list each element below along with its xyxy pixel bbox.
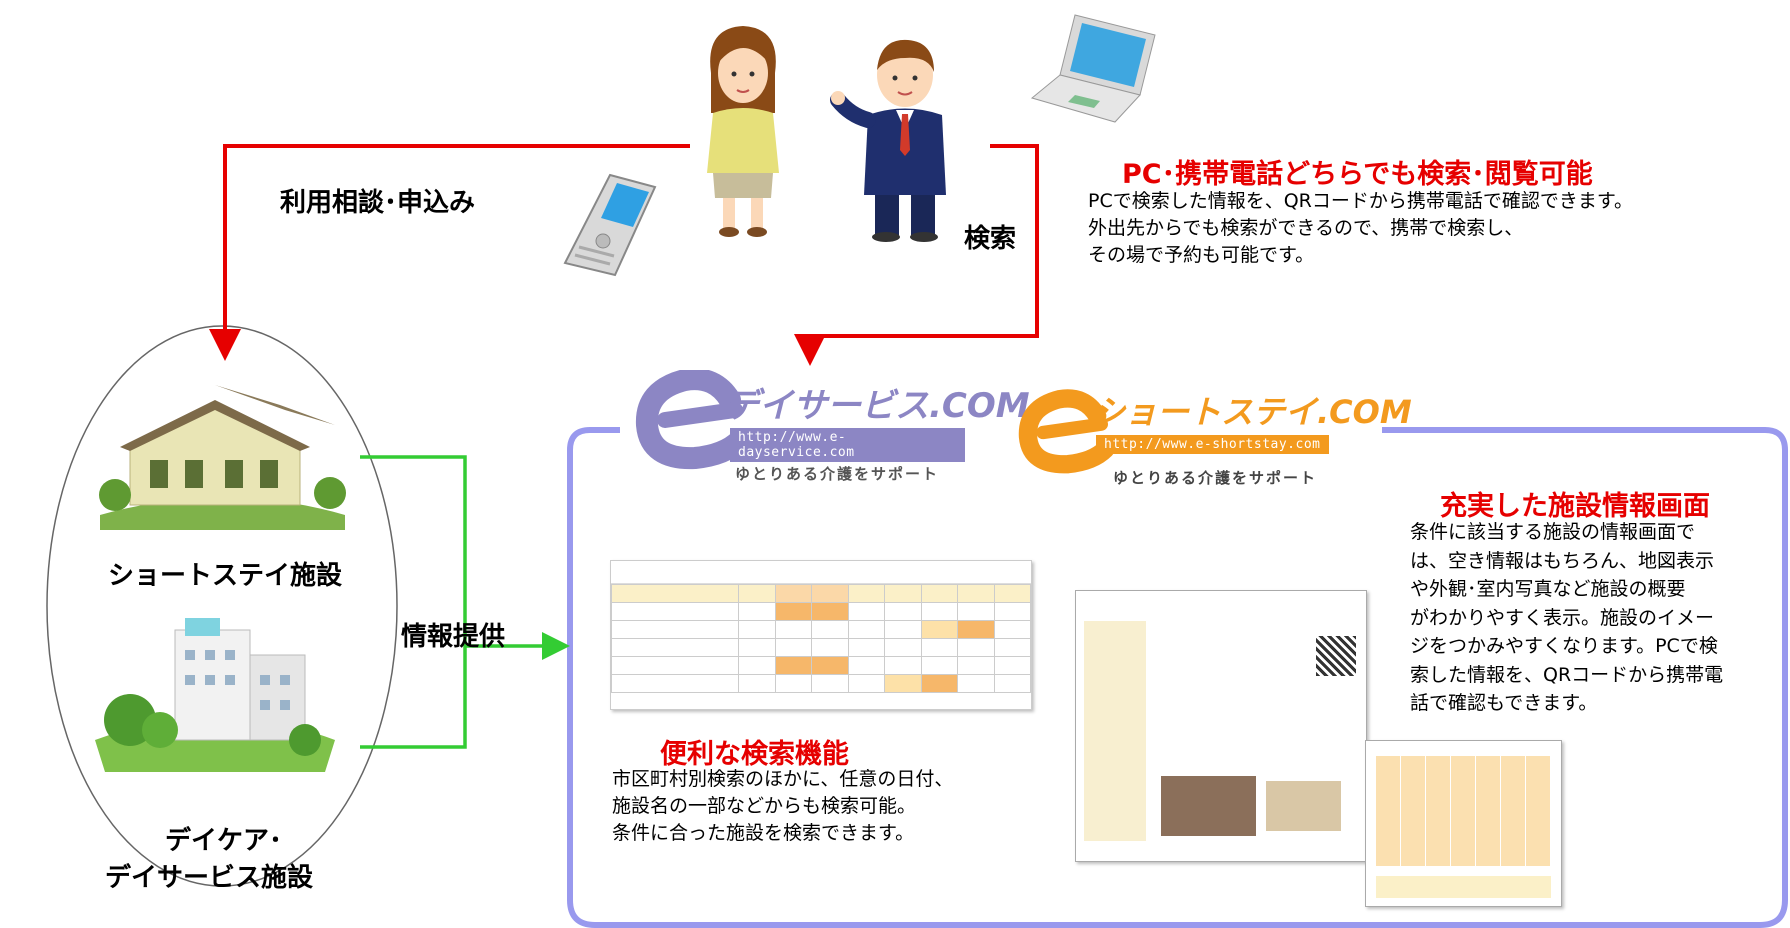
search-feature-line: 市区町村別検索のほかに、任意の日付、 [612, 768, 954, 790]
shortstay-logo-name: ショートステイ.COM [1093, 393, 1412, 431]
care-building-icon [95, 618, 335, 772]
businessman-icon [830, 39, 946, 242]
shortstay-logo: ショートステイ.COM http://www.e-shortstay.com ゆ… [1018, 385, 1412, 495]
search-results-screenshot [610, 560, 1032, 710]
short-stay-facility-label: ショートステイ施設 [108, 561, 343, 591]
consult-label: 利用相談･申込み [280, 188, 476, 218]
qr-code-icon [1316, 636, 1356, 676]
dayservice-logo-url: http://www.e-dayservice.com [730, 428, 965, 462]
facility-info-line: 索した情報を、QRコードから携帯電 [1410, 663, 1724, 686]
dayservice-logo-name: デイサービス.COM [725, 386, 1030, 426]
search-arrow [794, 144, 1039, 366]
shortstay-logo-url: http://www.e-shortstay.com [1096, 435, 1329, 454]
facility-info-description: 条件に該当する施設の情報画面で は、空き情報はもちろん、地図表示 や外観･室内写… [1410, 518, 1780, 718]
provide-label: 情報提供 [401, 622, 506, 652]
consult-arrow [209, 144, 690, 361]
facility-info-line: や外観･室内写真など施設の概要 [1410, 578, 1686, 600]
mobile-phone-icon [563, 173, 657, 277]
e-logo-icon [635, 370, 751, 470]
room-photo [1266, 781, 1341, 831]
pc-mobile-line: その場で予約も可能です。 [1088, 244, 1315, 266]
calendar-screenshot [1365, 740, 1562, 907]
daycare-label-line2: デイサービス施設 [105, 863, 314, 893]
pc-mobile-title: PC･携帯電話どちらでも検索･閲覧可能 [1122, 159, 1593, 190]
search-label: 検索 [964, 224, 1017, 254]
shortstay-logo-tagline: ゆとりある介護をサポート [1113, 469, 1318, 487]
facility-photo [1161, 776, 1256, 836]
facility-info-title: 充実した施設情報画面 [1440, 491, 1710, 522]
facility-info-screenshot [1075, 590, 1367, 862]
facility-info-line: ジをつかみやすくなります。PCで検 [1410, 635, 1718, 657]
search-feature-line: 条件に合った施設を検索できます。 [612, 822, 915, 844]
facility-info-line: 条件に該当する施設の情報画面で [1410, 521, 1696, 543]
pc-mobile-line: PCで検索した情報を、QRコードから携帯電話で確認できます。 [1088, 190, 1633, 212]
service-frame [567, 427, 1788, 928]
laptop-icon [1030, 14, 1156, 123]
dayservice-logo-tagline: ゆとりある介護をサポート [735, 465, 940, 483]
search-feature-title: 便利な検索機能 [660, 739, 849, 770]
woman-icon [707, 26, 779, 237]
facility-info-line: がわかりやすく表示。施設のイメー [1410, 606, 1715, 629]
facilities-ellipse [46, 325, 398, 887]
facility-info-line: 話で確認もできます。 [1410, 692, 1598, 714]
pc-mobile-line: 外出先からでも検索ができるので、携帯で検索し、 [1088, 217, 1524, 239]
search-feature-line: 施設名の一部などからも検索可能。 [612, 795, 917, 817]
house-icon [99, 385, 346, 530]
provide-line-top [360, 455, 467, 646]
e-logo-icon [1018, 389, 1115, 474]
facility-info-line: は、空き情報はもちろん、地図表示 [1410, 549, 1715, 572]
provide-line-bottom [360, 646, 467, 749]
daycare-label-line1: デイケア･ [165, 826, 283, 856]
search-feature-description: 市区町村別検索のほかに、任意の日付、 施設名の一部などからも検索可能。 条件に合… [612, 766, 1042, 847]
dayservice-logo: デイサービス.COM http://www.e-dayservice.com ゆ… [635, 370, 1030, 500]
pc-mobile-description: PCで検索した情報を、QRコードから携帯電話で確認できます。 外出先からでも検索… [1088, 188, 1748, 269]
